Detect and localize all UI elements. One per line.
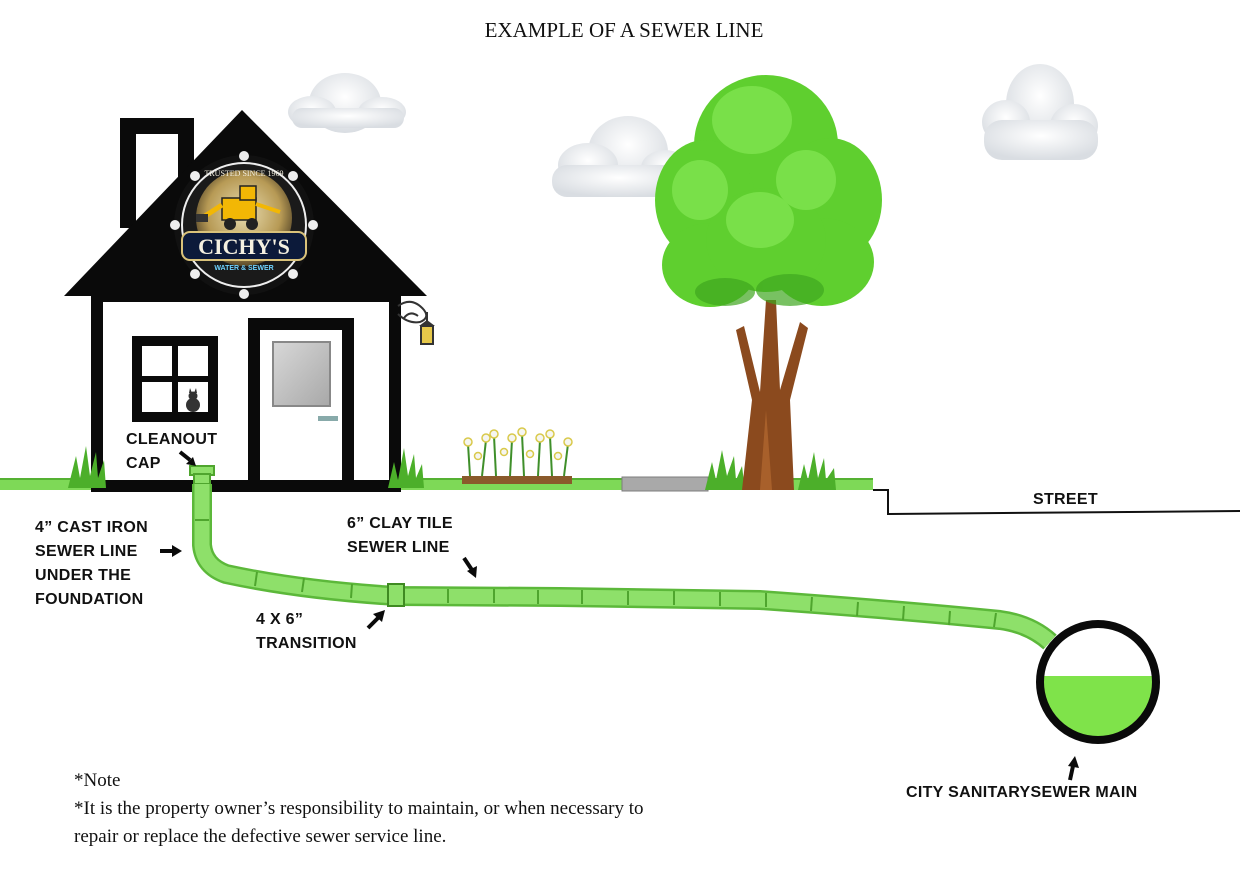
label-cast-iron-line: 4” CAST IRON SEWER LINE UNDER THE FOUNDA… [35,516,148,612]
flower-bed [462,427,573,484]
label-arrows [160,450,1079,781]
transition-coupling [387,583,405,607]
label-street: STREET [1033,491,1098,508]
tree [655,75,882,490]
note-heading: *Note [74,770,121,791]
arrow-main [1068,756,1079,781]
label-line: UNDER THE [35,567,132,584]
house-window [132,336,218,422]
arrow-clay-tile [462,556,477,578]
cloud-right [982,64,1098,160]
label-transition: 4 X 6” TRANSITION [256,608,357,656]
note-line-1: *It is the property owner’s responsibili… [74,798,644,819]
label-line: CAP [126,455,161,472]
diagram-title: EXAMPLE OF A SEWER LINE [484,18,764,42]
cat-icon [186,388,200,412]
label-line: FOUNDATION [35,591,144,608]
sewer-pipe [192,484,1057,650]
arrow-cleanout [178,450,196,466]
cichys-logo: CICHY'S TRUSTED SINCE 1969 WATER & SEWER [170,151,318,299]
label-line: SEWER LINE [347,539,450,556]
cloud-left [288,73,406,133]
logo-brand: CICHY'S [198,234,290,259]
ground-line [0,478,1240,516]
grass-tufts [68,446,836,490]
label-line: CLEANOUT [126,431,218,448]
label-line: SEWER LINE [35,543,138,560]
sidewalk-slab [621,476,709,492]
label-line: 4 X 6” [256,611,304,628]
lantern-icon [397,300,435,345]
arrow-transition [366,610,385,630]
sewer-main [1036,620,1160,744]
label-line: 4” CAST IRON [35,519,148,536]
label-line: 6” CLAY TILE [347,515,453,532]
label-sewer-main: CITY SANITARYSEWER MAIN [906,784,1138,801]
excavator-icon [196,185,281,230]
label-cleanout-cap: CLEANOUT CAP [126,428,217,476]
logo-arc-text: TRUSTED SINCE 1969 [204,169,283,178]
label-clay-tile-line: 6” CLAY TILE SEWER LINE [347,512,453,560]
arrow-cast-iron [160,545,182,557]
house-door [248,318,354,482]
note-line-2: repair or replace the defective sewer se… [74,826,447,847]
label-line: TRANSITION [256,635,357,652]
logo-tagline: WATER & SEWER [214,265,273,272]
